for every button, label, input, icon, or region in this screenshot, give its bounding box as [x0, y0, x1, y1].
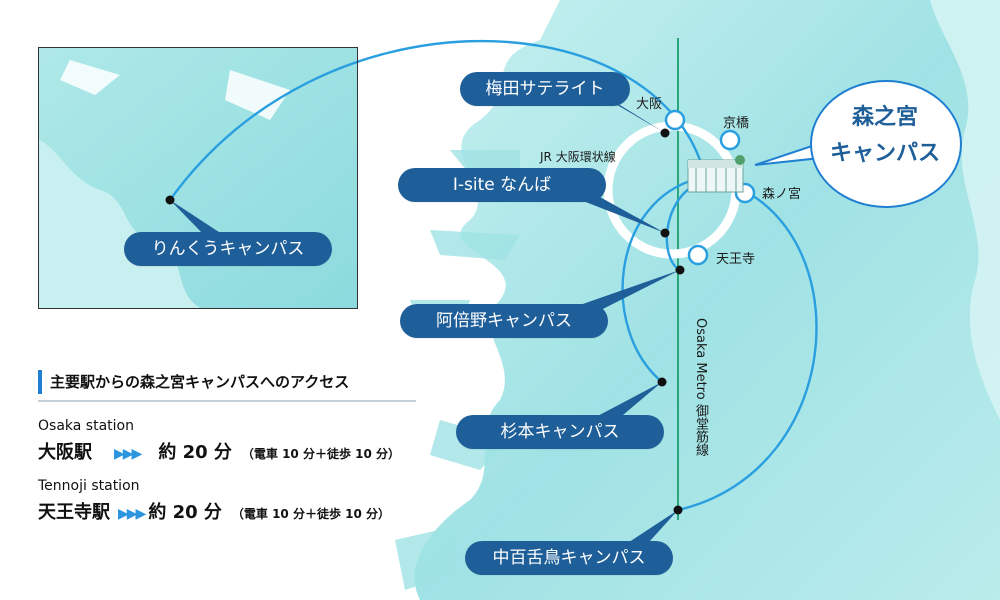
route-nakamozu [677, 178, 818, 512]
campus-nakamozu-label[interactable]: 中百舌鳥キャンパス [465, 541, 673, 575]
pointer-rinku [170, 200, 225, 236]
campus-building-icon [687, 155, 745, 193]
dot-rinku [165, 195, 175, 205]
inset-map-frame [38, 47, 358, 309]
campus-sugimoto-label[interactable]: 杉本キャンパス [456, 415, 664, 449]
station-osaka-marker [664, 109, 686, 131]
station-tennoji-label: 天王寺 [716, 252, 756, 267]
route-en-osaka: Osaka station [38, 418, 134, 434]
metro-line-label: Osaka Metro 御堂筋線 [693, 318, 708, 456]
route-detail-osaka: （電車 10 分＋徒歩 10 分） [241, 447, 401, 461]
station-osaka-label: 大阪 [636, 97, 663, 112]
callout-line2: キャンパス [829, 141, 940, 166]
dot-isite [660, 228, 670, 238]
station-kyobashi-marker [719, 129, 741, 151]
dot-abeno [675, 265, 685, 275]
route-time-tennoji: 約 20 分 [148, 502, 222, 523]
dot-sugimoto [657, 377, 667, 387]
access-info-panel: 主要駅からの森之宮キャンパスへのアクセス Osaka station 大阪駅 ▶… [38, 370, 418, 524]
route-rinku [169, 39, 702, 201]
right-coast [930, 0, 1000, 420]
callout-line1: 森之宮 [851, 105, 918, 130]
inset-land [39, 140, 200, 308]
campus-rinku-label[interactable]: りんくうキャンパス [124, 232, 332, 266]
route-station-tennoji: 天王寺駅 [38, 502, 110, 523]
station-morinomiya-label: 森ノ宮 [762, 187, 802, 202]
route-sugimoto [621, 176, 701, 383]
station-tennoji-marker [687, 244, 709, 266]
access-divider [38, 400, 416, 402]
campus-isite-label[interactable]: I-site なんば [398, 168, 606, 202]
jr-loop-line-label: JR 大阪環状線 [540, 150, 616, 164]
route-detail-tennoji: （電車 10 分＋徒歩 10 分） [231, 507, 391, 521]
route-row-osaka: 大阪駅 ▶▶▶ 約 20 分 （電車 10 分＋徒歩 10 分） [38, 438, 418, 464]
route-station-osaka: 大阪駅 [38, 442, 92, 463]
inset-marks [60, 60, 290, 120]
route-arrows-osaka: ▶▶▶ [114, 446, 142, 462]
route-row-tennoji: 天王寺駅 ▶▶▶ 約 20 分 （電車 10 分＋徒歩 10 分） [38, 498, 418, 524]
morinomiya-callout-bubble [810, 80, 962, 208]
route-time-osaka: 約 20 分 [158, 442, 232, 463]
dot-nakamozu [673, 505, 683, 515]
campus-abeno-label[interactable]: 阿倍野キャンパス [400, 304, 608, 338]
route-en-tennoji: Tennoji station [38, 478, 140, 494]
station-kyobashi-label: 京橋 [723, 116, 750, 131]
dot-umeda [660, 128, 670, 138]
campus-umeda-label[interactable]: 梅田サテライト [460, 72, 630, 106]
coast-detail [395, 150, 520, 590]
morinomiya-callout-text: 森之宮 キャンパス [810, 100, 960, 172]
route-arrows-tennoji: ▶▶▶ [118, 506, 146, 522]
access-heading: 主要駅からの森之宮キャンパスへのアクセス [38, 370, 418, 394]
